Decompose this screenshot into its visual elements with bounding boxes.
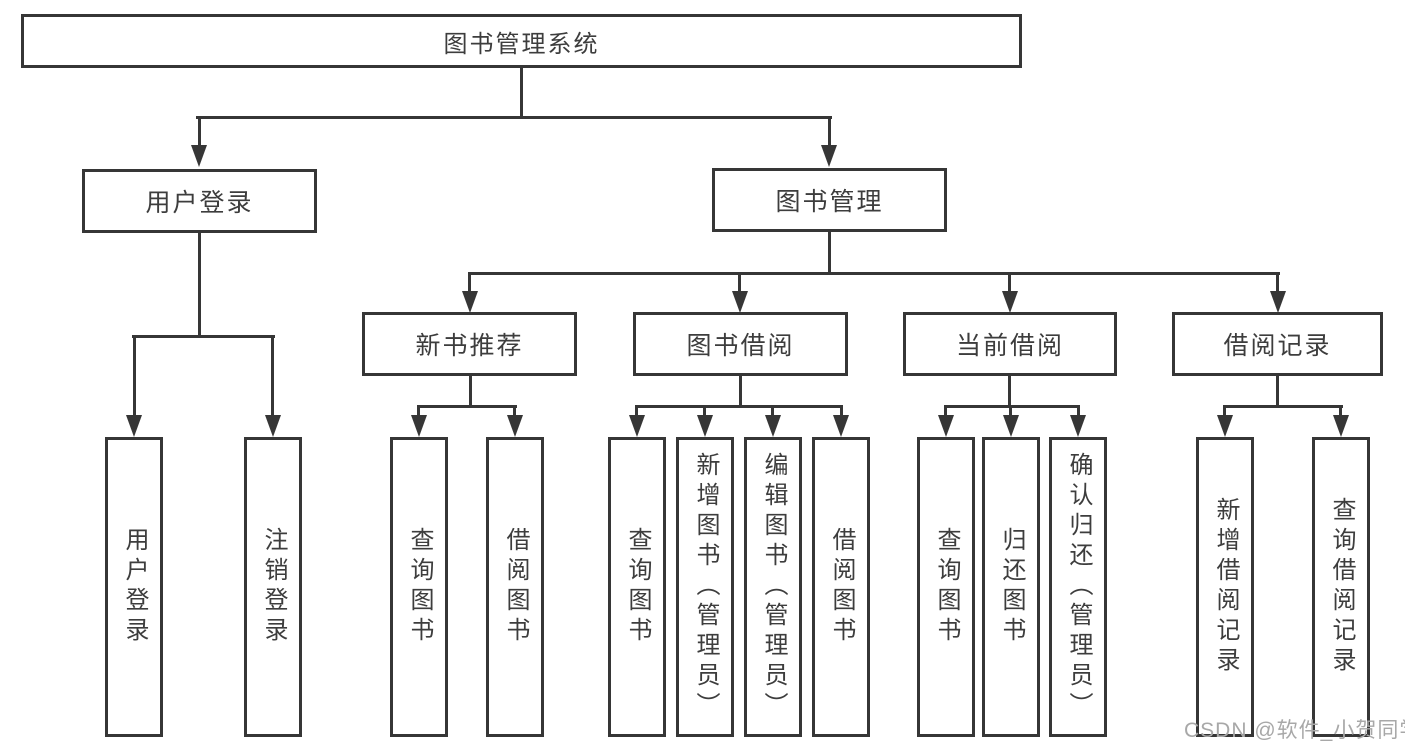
connector-leaf-stem [1009, 405, 1012, 417]
node-user-login-label: 用户登录 [145, 189, 254, 217]
leaf-confirm-return-admin-label: 确认归还（管理员） [1065, 452, 1092, 722]
arrow-down-icon [126, 415, 142, 437]
arrow-down-icon [821, 145, 837, 167]
arrow-down-icon [507, 415, 523, 437]
leaf-add-book-admin: 新增图书（管理员） [676, 437, 734, 737]
leaf-borrow-book-2-label: 借阅图书 [828, 527, 855, 647]
connector-leaf-stem [133, 335, 136, 417]
arrow-down-icon [411, 415, 427, 437]
connector-root-stem [520, 66, 523, 119]
node-root: 图书管理系统 [21, 14, 1022, 68]
arrow-down-icon [1217, 415, 1233, 437]
leaf-query-book-1: 查询图书 [390, 437, 448, 737]
leaf-user-login: 用户登录 [105, 437, 163, 737]
connector-user-branch-bar [132, 335, 275, 338]
arrow-down-icon [629, 415, 645, 437]
csdn-watermark: CSDN @软件_小贺同学 [1184, 719, 1405, 742]
arrow-down-icon [462, 291, 478, 313]
arrow-down-icon [265, 415, 281, 437]
node-current-borrow-label: 当前借阅 [955, 332, 1064, 360]
connector-group2-bar [944, 405, 1080, 408]
node-book-borrow-label: 图书借阅 [686, 332, 795, 360]
node-user-login: 用户登录 [82, 169, 317, 233]
connector-leaf-stem [271, 335, 274, 417]
node-book-management: 图书管理 [712, 168, 947, 232]
arrow-down-icon [833, 415, 849, 437]
leaf-borrow-book-1-label: 借阅图书 [502, 527, 529, 647]
leaf-logout-label: 注销登录 [260, 527, 287, 647]
connector-user-login-stem [198, 116, 201, 147]
arrow-down-icon [1270, 291, 1286, 313]
arrow-down-icon [1333, 415, 1349, 437]
connector-group0-stem [469, 376, 472, 407]
connector-root-bar [196, 116, 832, 119]
arrow-down-icon [765, 415, 781, 437]
connector-user-branch-stem [198, 233, 201, 337]
connector-book-management-stem [828, 116, 831, 147]
leaf-return-book-label: 归还图书 [998, 527, 1025, 647]
connector-leaf-stem [1339, 405, 1342, 417]
node-book-borrow: 图书借阅 [633, 312, 848, 376]
node-new-book-recommend: 新书推荐 [362, 312, 577, 376]
node-root-label: 图书管理系统 [443, 30, 600, 58]
leaf-add-borrow-record-label: 新增借阅记录 [1212, 497, 1239, 677]
node-borrow-record-label: 借阅记录 [1223, 332, 1332, 360]
arrow-down-icon [1070, 415, 1086, 437]
leaf-query-book-2-label: 查询图书 [624, 527, 651, 647]
leaf-query-book-3: 查询图书 [917, 437, 975, 737]
connector-management-stem [828, 232, 831, 275]
leaf-edit-book-admin: 编辑图书（管理员） [744, 437, 802, 737]
arrow-down-icon [191, 145, 207, 167]
connector-leaf-stem [944, 405, 947, 417]
node-borrow-record: 借阅记录 [1172, 312, 1383, 376]
leaf-edit-book-admin-label: 编辑图书（管理员） [760, 452, 787, 722]
node-current-borrow: 当前借阅 [903, 312, 1117, 376]
arrow-down-icon [732, 291, 748, 313]
connector-group-stem [468, 272, 471, 293]
connector-group1-bar [635, 405, 843, 408]
connector-group-stem [1276, 272, 1279, 293]
connector-leaf-stem [703, 405, 706, 417]
connector-leaf-stem [635, 405, 638, 417]
leaf-return-book: 归还图书 [982, 437, 1040, 737]
connector-leaf-stem [1223, 405, 1226, 417]
connector-group3-stem [1276, 376, 1279, 407]
connector-leaf-stem [513, 405, 516, 417]
leaf-confirm-return-admin: 确认归还（管理员） [1049, 437, 1107, 737]
leaf-query-borrow-record-label: 查询借阅记录 [1328, 497, 1355, 677]
leaf-borrow-book-2: 借阅图书 [812, 437, 870, 737]
leaf-logout: 注销登录 [244, 437, 302, 737]
node-book-management-label: 图书管理 [775, 188, 884, 216]
leaf-query-book-1-label: 查询图书 [406, 527, 433, 647]
leaf-user-login-label: 用户登录 [121, 527, 148, 647]
arrow-down-icon [697, 415, 713, 437]
arrow-down-icon [1003, 415, 1019, 437]
connector-group3-bar [1223, 405, 1343, 408]
connector-group2-stem [1008, 376, 1011, 407]
leaf-query-borrow-record: 查询借阅记录 [1312, 437, 1370, 737]
arrow-down-icon [938, 415, 954, 437]
leaf-query-book-3-label: 查询图书 [933, 527, 960, 647]
leaf-query-book-2: 查询图书 [608, 437, 666, 737]
leaf-add-borrow-record: 新增借阅记录 [1196, 437, 1254, 737]
connector-leaf-stem [1077, 405, 1080, 417]
connector-group1-stem [739, 376, 742, 407]
connector-group-stem [738, 272, 741, 293]
connector-group0-bar [417, 405, 517, 408]
leaf-borrow-book-1: 借阅图书 [486, 437, 544, 737]
connector-leaf-stem [417, 405, 420, 417]
node-new-book-recommend-label: 新书推荐 [415, 332, 524, 360]
leaf-add-book-admin-label: 新增图书（管理员） [692, 452, 719, 722]
connector-group-stem [1008, 272, 1011, 293]
connector-management-bar [468, 272, 1280, 275]
arrow-down-icon [1002, 291, 1018, 313]
connector-leaf-stem [771, 405, 774, 417]
connector-leaf-stem [840, 405, 843, 417]
